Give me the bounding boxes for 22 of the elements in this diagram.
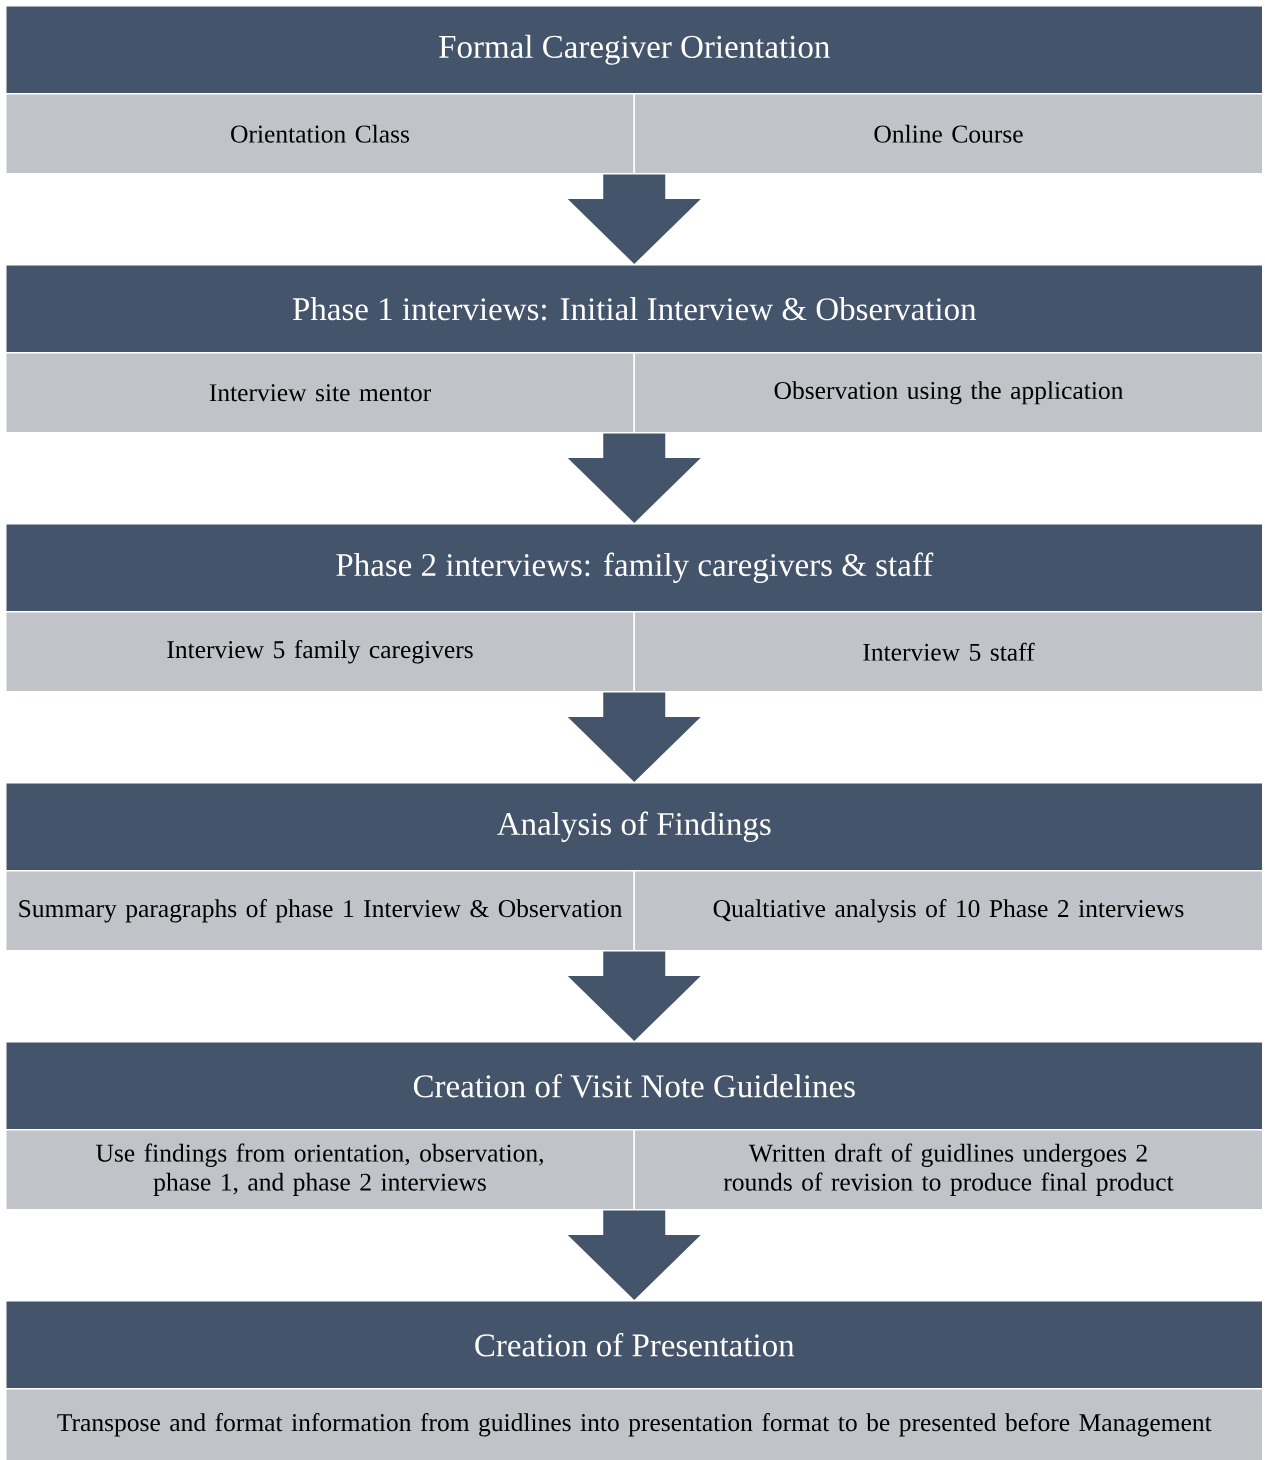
step-cell: Online Course <box>633 93 1264 175</box>
step-cell: Interview 5 staff <box>633 611 1264 693</box>
step-cell: Transpose and format information from guidlines into presentation format to be presented before Management <box>5 1388 1264 1460</box>
step-cell: Interview site mentor <box>5 352 635 434</box>
stage-header: Phase 1 interviews: Initial Interview & Observation <box>5 264 1264 354</box>
step-cell: Orientation Class <box>5 93 635 175</box>
down-arrow <box>567 433 701 523</box>
step-cell: Use findings from orientation, observation, phase 1, and phase 2 interviews <box>5 1129 635 1211</box>
stage-header: Creation of Presentation <box>5 1300 1264 1390</box>
down-arrow <box>567 692 701 782</box>
stage-header: Creation of Visit Note Guidelines <box>5 1041 1264 1131</box>
stage-header: Analysis of Findings <box>5 782 1264 872</box>
down-arrow <box>567 174 701 264</box>
step-cell: Qualtiative analysis of 10 Phase 2 interviews <box>633 870 1264 952</box>
down-arrow <box>567 1210 701 1300</box>
step-cell: Summary paragraphs of phase 1 Interview & Observation <box>5 870 635 952</box>
stage-header: Formal Caregiver Orientation <box>5 5 1264 95</box>
step-cell: Written draft of guidlines undergoes 2 rounds of revision to produce final product <box>633 1129 1264 1211</box>
stage-header: Phase 2 interviews: family caregivers & staff <box>5 523 1264 613</box>
step-cell: Observation using the application <box>633 352 1264 434</box>
step-cell: Interview 5 family caregivers <box>5 611 635 693</box>
down-arrow <box>567 951 701 1041</box>
